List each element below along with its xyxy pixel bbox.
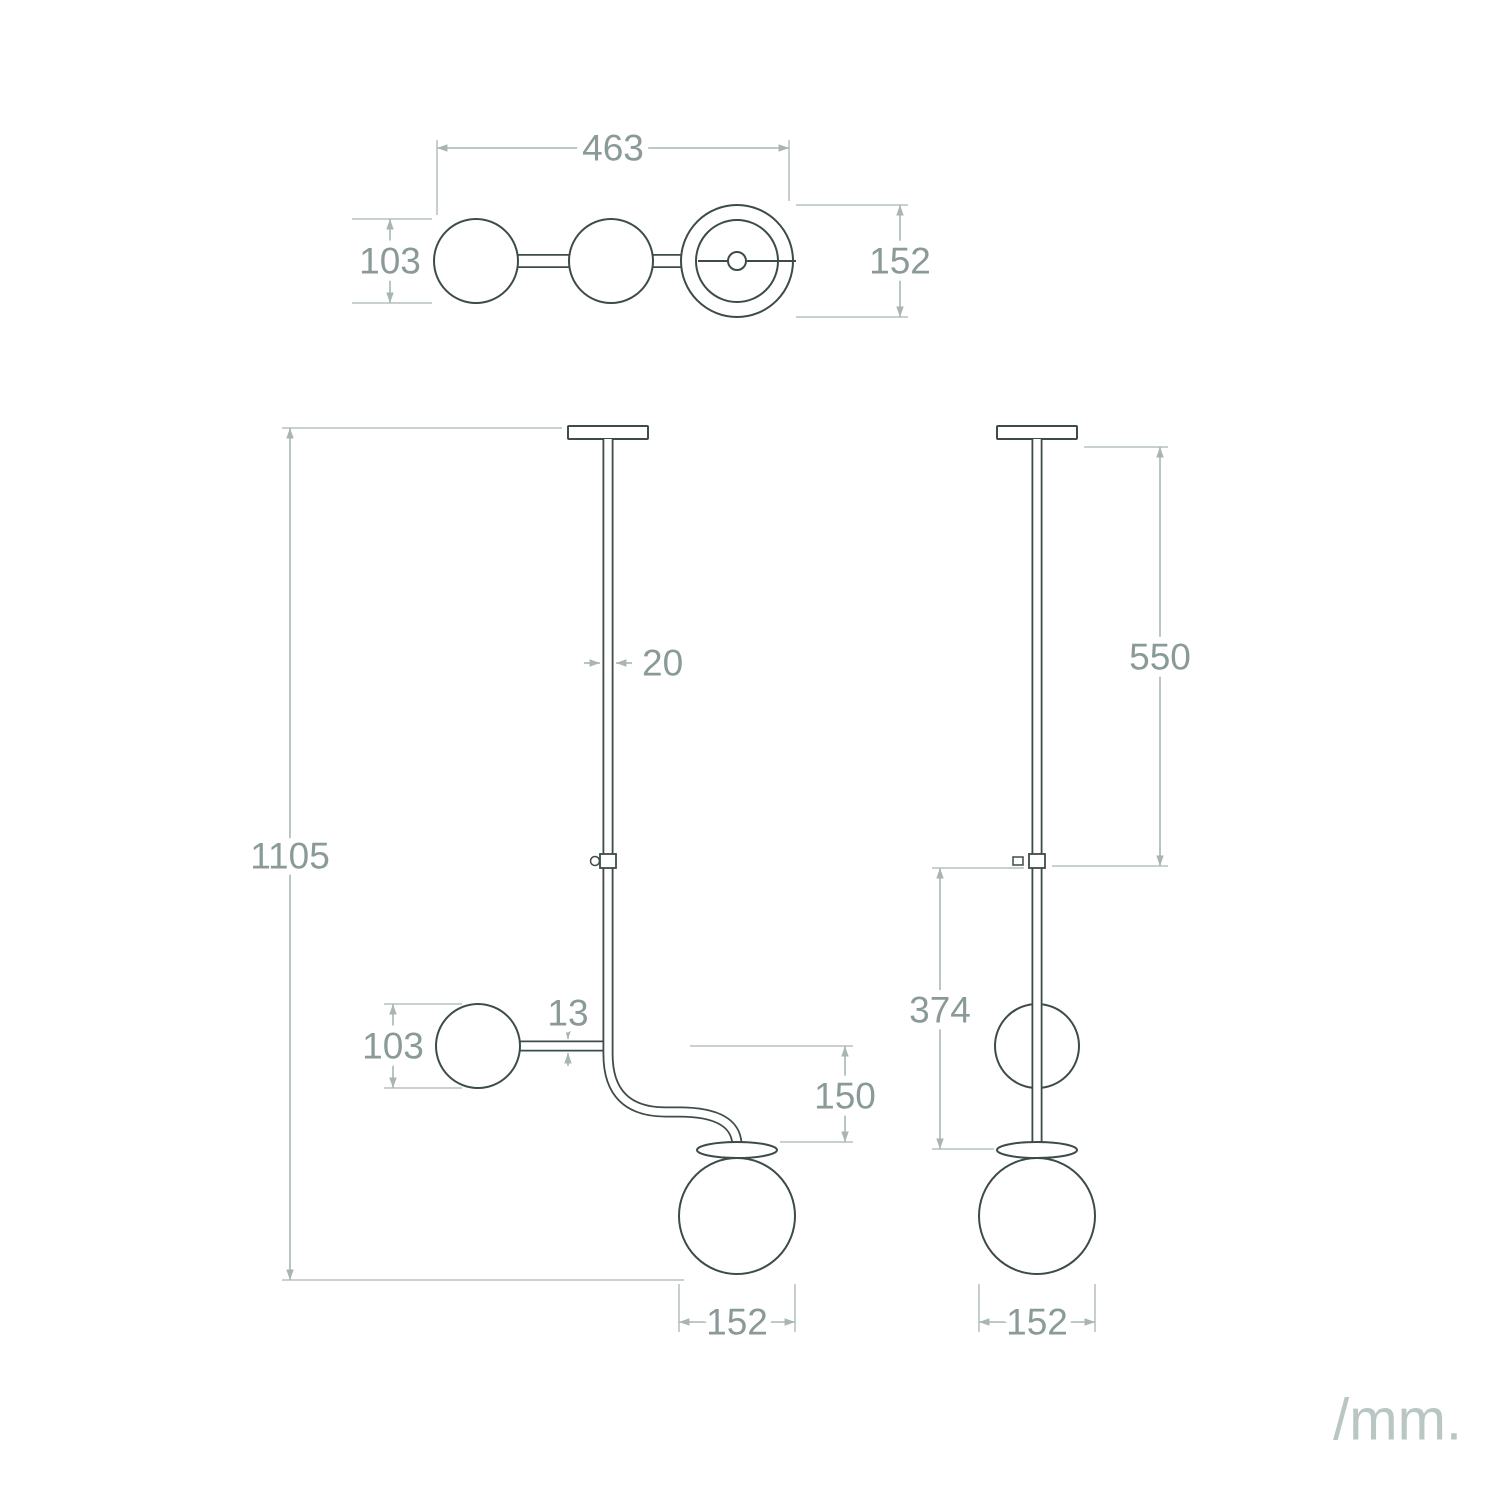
side-rod-connector [1028,853,1046,869]
connector-screw [589,855,601,867]
dim-label-upper-rod: 550 [1129,637,1191,678]
suspension-rod-fill [604,439,741,1147]
dim-label-canopy-diameter: 152 [869,241,931,282]
side-connector-screw [1012,856,1024,866]
dim-label-lower-section: 374 [909,990,971,1031]
side-pendant-globe [978,1157,1096,1275]
front-small-globe [435,1003,521,1089]
dim-label-side-globe-diameter: 152 [1006,1302,1068,1343]
front-view: 1105 20 13 103 150 152 [243,425,883,1350]
dim-label-overall-width: 463 [582,128,644,169]
side-view: 550 374 152 [902,425,1198,1350]
front-pendant-globe [678,1157,796,1275]
side-globe-shade [996,1141,1078,1159]
dim-label-small-globe: 103 [362,1026,424,1067]
dim-label-arm-thickness: 13 [547,993,588,1034]
front-globe-shade [696,1141,778,1159]
canopy-hub [727,251,747,271]
top-globe-middle [568,218,654,304]
dim-label-bend-drop: 150 [814,1076,876,1117]
dim-label-front-globe-diameter: 152 [706,1302,768,1343]
dim-label-overall-height: 1105 [250,836,330,877]
top-view: 463 103 152 [352,121,938,318]
side-ceiling-plate [996,425,1078,440]
top-globe-left [433,218,519,304]
ceiling-plate [567,425,649,440]
rod-connector [599,853,617,869]
dim-label-rod-diameter: 20 [642,643,683,684]
suspension-rod [602,439,743,1147]
units-label: /mm. [1333,1388,1462,1453]
dim-label-globe-diameter: 103 [359,241,421,282]
